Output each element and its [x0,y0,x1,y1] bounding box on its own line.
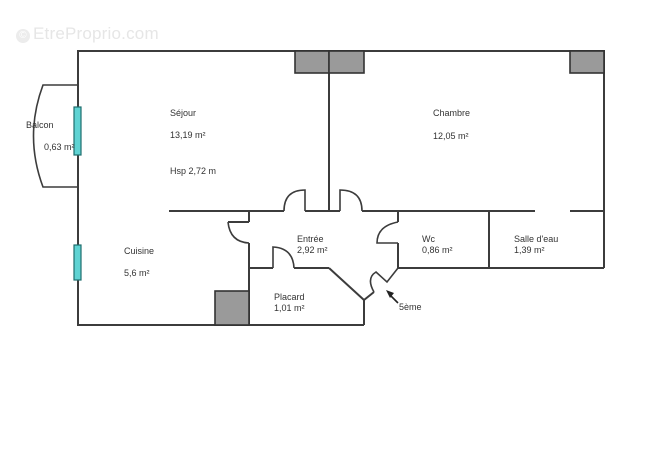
room-name-salle-eau: Salle d'eau [514,234,559,244]
wc-walls [376,211,604,269]
copyright-icon: © [16,29,30,43]
room-area-wc: 0,86 m² [422,245,453,255]
room-area-placard: 1,01 m² [274,303,305,313]
room-area-entree: 2,92 m² [297,245,328,255]
placard-walls [249,246,375,325]
watermark: ©EtreProprio.com [16,24,159,44]
room-area-balcon: 0,63 m² [44,142,75,152]
room-area-chambre: 12,05 m² [433,131,469,141]
duct-center [328,50,365,74]
arrow-icon [386,290,399,304]
outer-walls [77,50,605,326]
duct-right [569,50,605,74]
central-walls [169,189,604,212]
duct-left [294,50,330,74]
entrance-label: 5ème [399,302,422,312]
room-name-wc: Wc [422,234,435,244]
room-name-sejour: Séjour [170,108,197,118]
room-height-sejour: Hsp 2,72 m [170,166,217,176]
room-name-balcon: Balcon [26,120,54,130]
room-area-sejour: 13,19 m² [170,130,206,140]
window-cuisine [73,244,82,281]
window-sejour [73,106,82,156]
watermark-text: EtreProprio.com [33,24,159,43]
duct-cuisine [214,290,250,326]
room-name-cuisine: Cuisine [124,246,155,256]
room-name-placard: Placard [274,292,305,302]
room-area-salle-eau: 1,39 m² [514,245,545,255]
balcony-outline [32,84,78,188]
room-name-chambre: Chambre [433,108,471,118]
room-area-cuisine: 5,6 m² [124,268,150,278]
room-name-entree: Entrée [297,234,324,244]
entry-door [369,267,399,293]
